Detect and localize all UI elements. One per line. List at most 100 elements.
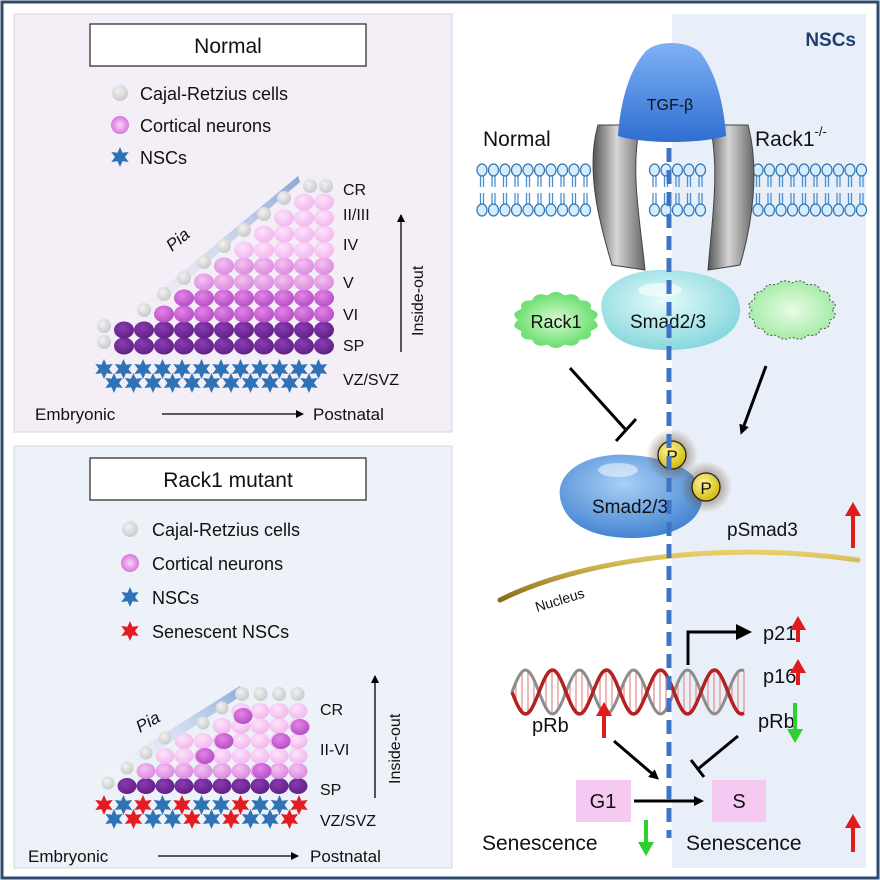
cell-membrane	[476, 163, 868, 217]
nsc-star-icon	[114, 359, 133, 379]
cajal-retzius-cell	[272, 687, 286, 701]
cortical-neuron	[250, 718, 270, 734]
legend-cortical-neurons: Cortical neurons	[140, 116, 271, 136]
layer-v-neuron	[254, 289, 274, 307]
nsc-star-icon	[105, 373, 123, 393]
layer-vi-neuron	[194, 305, 214, 323]
inhibition-bar	[614, 417, 638, 443]
nsc-star-icon	[241, 809, 260, 829]
rack1-label: Rack1	[530, 312, 581, 332]
nsc-star-icon	[261, 809, 279, 829]
smad23-top-label: Smad2/3	[630, 312, 706, 333]
layer-ii-iii-neuron	[314, 193, 334, 211]
lipid-head	[510, 163, 523, 177]
lipid-head	[487, 203, 500, 217]
senescent-nsc-star-icon	[183, 809, 201, 829]
pathway-panel: NSCs TGF-β Normal Rack1-/- Smad2/3 Rack1…	[476, 14, 868, 868]
nsc-star-icon	[251, 359, 269, 379]
inside-out-label: Inside-out	[410, 265, 427, 336]
axis-embryonic: Embryonic	[35, 405, 116, 424]
normal-label: Normal	[483, 128, 551, 151]
lipid-head	[798, 163, 810, 177]
cortical-neuron	[231, 733, 251, 749]
subplate-neuron	[155, 778, 175, 794]
layer-v-neuron	[234, 289, 254, 307]
lipid-head	[648, 203, 661, 217]
subplate-neuron	[214, 337, 234, 355]
layer-vi-neuron	[274, 305, 294, 323]
nsc-star-icon	[163, 373, 182, 393]
nsc-star-icon	[290, 359, 308, 379]
normal-panel-bg	[13, 13, 453, 433]
tgf-beta-ligand	[618, 43, 726, 142]
subplate-neuron	[234, 337, 254, 355]
layer-ii-iii: II/III	[343, 207, 370, 224]
layer-iv-neuron	[234, 257, 254, 275]
subplate-neuron	[274, 337, 294, 355]
subplate-neuron	[193, 778, 213, 794]
layer-vi-neuron	[294, 305, 314, 323]
lipid-head	[487, 163, 500, 177]
cortical-neuron	[269, 703, 289, 719]
nsc-star-icon	[192, 359, 211, 379]
p16-label: p16	[763, 666, 796, 688]
cajal-retzius-cell	[217, 239, 231, 253]
nsc-star-icon	[144, 809, 162, 829]
senescent-nsc-star-icon	[134, 795, 152, 815]
smad23-bottom-label: Smad2/3	[592, 497, 668, 518]
nsc-star-icon	[153, 359, 172, 379]
layer-v-neuron	[294, 273, 314, 291]
lipid-head	[476, 163, 488, 177]
layer-ii-iii-neuron	[274, 225, 294, 243]
cortical-neuron	[231, 763, 251, 779]
lipid-head	[763, 163, 776, 177]
lipid-head	[821, 163, 833, 177]
legend-nscs: NSCs	[140, 148, 187, 168]
lipid-head	[556, 203, 569, 217]
phosphate-icon	[691, 472, 721, 502]
subplate-neuron	[250, 778, 270, 794]
decrease-arrow-head	[638, 842, 654, 856]
lipid-head	[809, 163, 822, 177]
subplate-neuron	[154, 337, 174, 355]
lipid-head	[855, 203, 868, 217]
cortical-neuron	[288, 748, 308, 764]
lipid-head	[775, 203, 787, 217]
layer-ii-iii-neuron	[274, 209, 294, 227]
gray-circle-icon	[122, 521, 138, 537]
subplate-neuron	[254, 337, 274, 355]
phosphate-label: P	[700, 479, 711, 498]
nsc-star-icon	[241, 373, 260, 393]
misplaced-neuron	[271, 733, 291, 749]
legend-cajal-retzius: Cajal-Retzius cells	[140, 84, 288, 104]
layer-sp: SP	[343, 338, 364, 355]
subplate-neuron	[117, 778, 137, 794]
lipid-head	[671, 163, 684, 177]
subplate-neuron	[294, 337, 314, 355]
receptor-right	[707, 124, 755, 271]
blue-star-icon	[121, 587, 139, 607]
cajal-retzius-cell	[177, 271, 191, 285]
layer-iv-neuron	[314, 241, 334, 259]
layer-ii-iii-neuron	[254, 225, 274, 243]
inside-out-label: Inside-out	[387, 713, 404, 784]
lipid-head	[568, 163, 580, 177]
pia-band	[100, 686, 244, 776]
nsc-star-icon	[144, 373, 162, 393]
subplate-neuron	[194, 337, 214, 355]
pink-circle-icon	[121, 554, 139, 572]
subplate-neuron	[174, 778, 194, 794]
cajal-retzius-cell	[137, 303, 151, 317]
lipid-head	[683, 203, 695, 217]
layer-v-neuron	[294, 289, 314, 307]
lipid-head	[579, 203, 592, 217]
misplaced-neuron	[290, 719, 310, 735]
cortical-neuron	[288, 703, 308, 719]
subplate-neuron	[134, 337, 154, 355]
layer-ii-iii-neuron	[294, 225, 314, 243]
cortical-neuron	[136, 763, 156, 779]
lipid-head	[671, 203, 684, 217]
gray-circle-icon	[112, 85, 128, 101]
normal-cortex-cells	[95, 179, 334, 393]
